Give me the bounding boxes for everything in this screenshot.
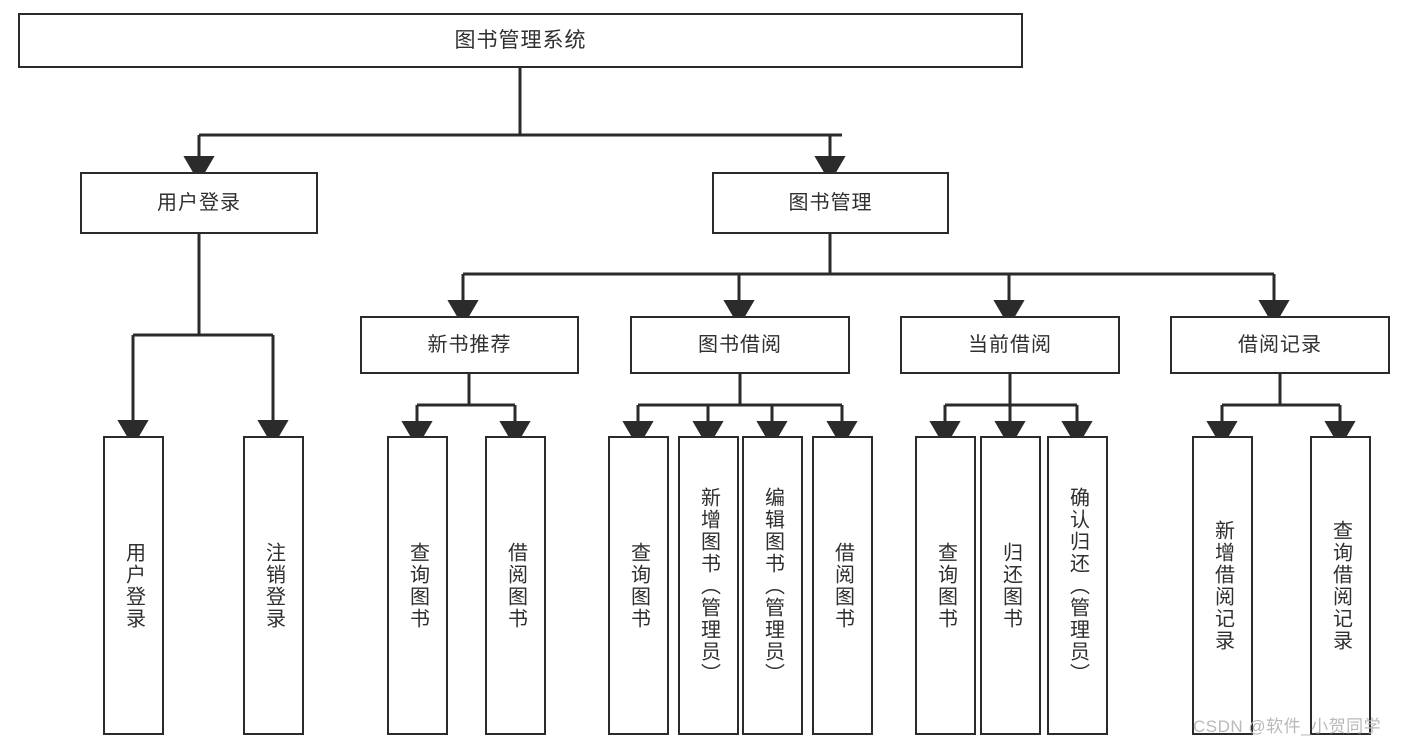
node-leaf-query-book-1-label: 查询图书 xyxy=(406,541,429,630)
node-leaf-user-login[interactable]: 用户登录 xyxy=(103,436,164,735)
node-book-manage-label: 图书管理 xyxy=(788,192,873,214)
node-root[interactable]: 图书管理系统 xyxy=(18,13,1023,68)
node-leaf-query-book-3[interactable]: 查询图书 xyxy=(915,436,976,735)
node-new-book-rec[interactable]: 新书推荐 xyxy=(360,316,579,374)
node-leaf-user-login-label: 用户登录 xyxy=(122,541,145,630)
node-book-borrow[interactable]: 图书借阅 xyxy=(630,316,850,374)
node-user-login-label: 用户登录 xyxy=(157,192,241,214)
node-borrow-record-label: 借阅记录 xyxy=(1238,334,1322,356)
node-leaf-logout[interactable]: 注销登录 xyxy=(243,436,304,735)
node-leaf-query-book-2-label: 查询图书 xyxy=(627,541,650,630)
node-book-borrow-label: 图书借阅 xyxy=(698,334,782,356)
node-new-book-rec-label: 新书推荐 xyxy=(427,334,512,356)
node-root-label: 图书管理系统 xyxy=(454,29,587,52)
node-leaf-query-record-label: 查询借阅记录 xyxy=(1329,519,1352,652)
node-leaf-query-record[interactable]: 查询借阅记录 xyxy=(1310,436,1371,735)
node-leaf-query-book-3-label: 查询图书 xyxy=(934,541,957,630)
node-leaf-edit-book[interactable]: 编辑图书（管理员） xyxy=(742,436,803,735)
node-leaf-borrow-book-1[interactable]: 借阅图书 xyxy=(485,436,546,735)
node-leaf-return-book-label: 归还图书 xyxy=(999,541,1022,630)
node-leaf-add-record[interactable]: 新增借阅记录 xyxy=(1192,436,1253,735)
node-book-manage[interactable]: 图书管理 xyxy=(712,172,949,234)
node-borrow-record[interactable]: 借阅记录 xyxy=(1170,316,1390,374)
node-leaf-add-book[interactable]: 新增图书（管理员） xyxy=(678,436,739,735)
node-current-borrow[interactable]: 当前借阅 xyxy=(900,316,1120,374)
node-leaf-add-book-label: 新增图书（管理员） xyxy=(697,486,720,685)
node-leaf-logout-label: 注销登录 xyxy=(262,541,285,630)
node-leaf-return-book[interactable]: 归还图书 xyxy=(980,436,1041,735)
node-leaf-confirm-return[interactable]: 确认归还（管理员） xyxy=(1047,436,1108,735)
node-leaf-borrow-book-2[interactable]: 借阅图书 xyxy=(812,436,873,735)
node-leaf-edit-book-label: 编辑图书（管理员） xyxy=(761,486,784,685)
watermark-text: CSDN @软件_小贺同学 xyxy=(1193,717,1382,736)
node-leaf-query-book-2[interactable]: 查询图书 xyxy=(608,436,669,735)
node-leaf-borrow-book-2-label: 借阅图书 xyxy=(831,541,854,630)
node-leaf-query-book-1[interactable]: 查询图书 xyxy=(387,436,448,735)
node-current-borrow-label: 当前借阅 xyxy=(968,334,1052,356)
node-leaf-confirm-return-label: 确认归还（管理员） xyxy=(1066,486,1089,685)
node-leaf-borrow-book-1-label: 借阅图书 xyxy=(504,541,527,630)
node-user-login[interactable]: 用户登录 xyxy=(80,172,318,234)
node-leaf-add-record-label: 新增借阅记录 xyxy=(1211,519,1234,652)
